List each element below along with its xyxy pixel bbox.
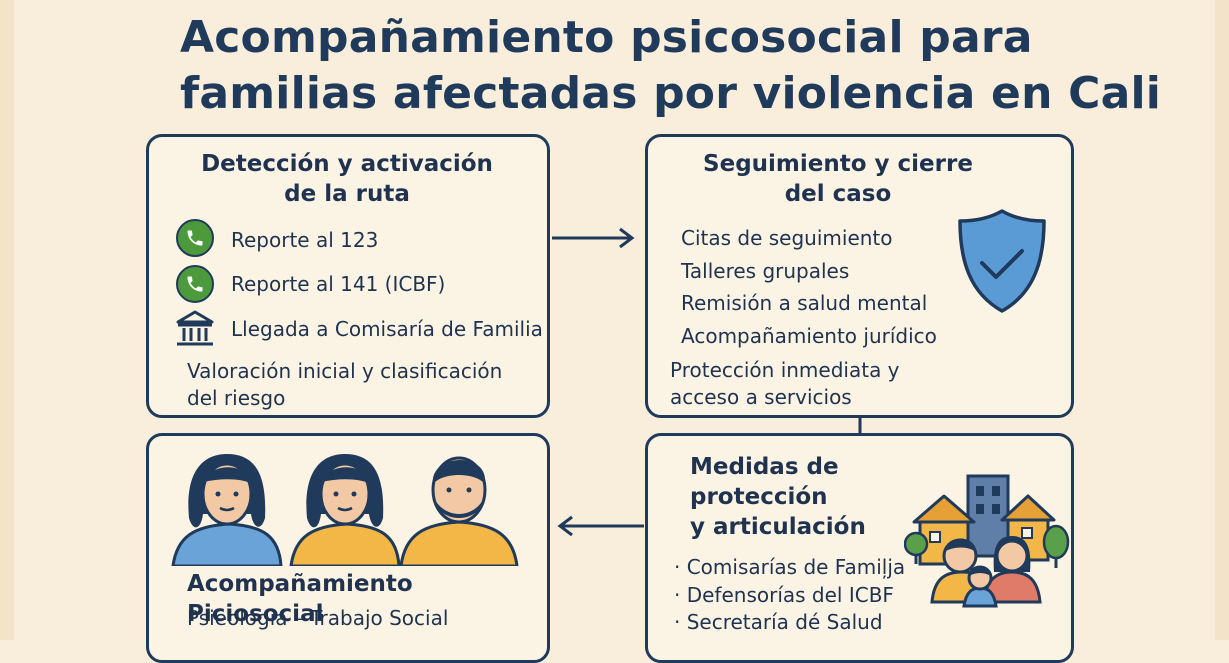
protection-item-3: · Secretaría dé Salud	[674, 610, 883, 634]
detection-heading-line-1: Detección y activación	[201, 151, 493, 177]
followup-item-2: Talleres grupales	[681, 259, 850, 283]
detection-heading: Detección y activación de la ruta	[187, 149, 507, 209]
followup-heading-line-1: Seguimiento y cierre	[703, 151, 973, 177]
government-building-icon	[176, 310, 214, 346]
followup-step-box: Seguimiento y cierre del caso Citas de s…	[645, 134, 1074, 418]
phone-icon	[176, 219, 214, 257]
protection-item-1-label: Comisarías de Famiļja	[686, 555, 906, 579]
family-people-illustration	[171, 454, 519, 566]
detection-item-3: Llegada a Comisaría de Familia	[231, 317, 543, 341]
accompaniment-heading: Acompañamiento Piciosocial	[187, 571, 413, 627]
left-border-band	[0, 0, 14, 640]
accompaniment-subtitle: Psieologia – Trabajo Social	[187, 606, 449, 630]
right-border-band	[1215, 0, 1229, 640]
protection-item-3-label: Secretaría dé Salud	[686, 610, 883, 634]
title-line-1: Acompañamiento psicosocial para	[180, 12, 1033, 63]
followup-item-4: Acompañamiento jurídico	[681, 324, 937, 348]
detection-step-box: Detección y activación de la ruta Report…	[146, 134, 550, 418]
protection-heading-line-3: y articulación	[690, 514, 866, 540]
family-city-illustration	[904, 474, 1070, 608]
detection-note: Valoración inicial y clasificación del r…	[187, 359, 503, 410]
arrow-right-icon	[552, 227, 635, 249]
detection-item-2: Reporte al 141 (ICBF)	[231, 272, 446, 296]
protection-heading-line-2: protección	[690, 484, 828, 510]
followup-heading-line-2: del caso	[784, 181, 892, 207]
followup-item-1: Citas de seguimiento	[681, 226, 893, 250]
protection-heading: Medidas de protección y articulación	[690, 452, 866, 542]
connector-line	[858, 416, 862, 436]
title-line-2: familias afectadas por violencia en Cali	[180, 68, 1162, 119]
shield-check-icon	[958, 209, 1046, 313]
protection-item-2-label: Defensorías del ICBF	[686, 583, 894, 607]
arrow-left-icon	[557, 515, 644, 537]
protection-item-1: · Comisarías de Famiļja	[674, 555, 906, 579]
protection-step-box: Medidas de protección y articulación · C…	[645, 433, 1074, 663]
followup-item-3: Remisión a salud mental	[681, 291, 928, 315]
detection-item-1: Reporte al 123	[231, 228, 379, 252]
phone-icon	[176, 265, 214, 303]
detection-heading-line-2: de la ruta	[284, 181, 410, 207]
accompaniment-step-box: Acompañamiento Piciosocial Psieologia – …	[146, 433, 550, 663]
page-title: Acompañamiento psicosocial para familias…	[180, 10, 1180, 122]
followup-heading: Seguimiento y cierre del caso	[688, 149, 988, 209]
protection-item-2: · Defensorías del ICBF	[674, 583, 894, 607]
followup-note: Protección inmediata y acceso a servicio…	[670, 358, 900, 409]
protection-heading-line-1: Medidas de	[690, 454, 839, 480]
